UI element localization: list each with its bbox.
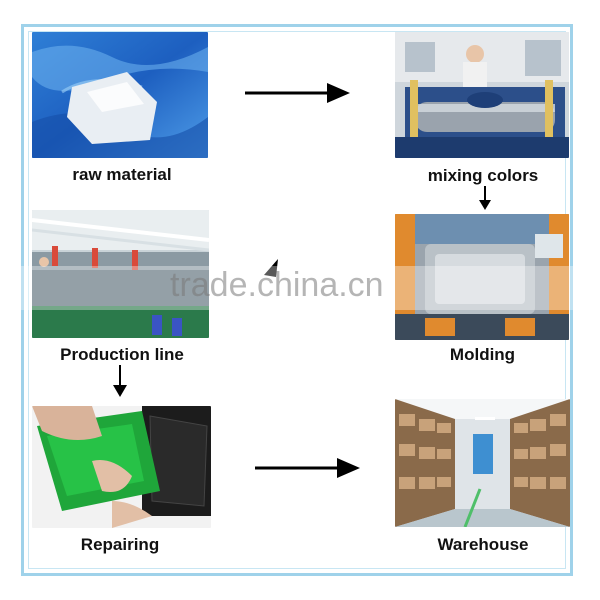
repairing-photo bbox=[32, 406, 211, 528]
watermark-text: trade.china.cn bbox=[170, 266, 384, 304]
raw-material-caption: raw material bbox=[72, 165, 172, 184]
warehouse-photo bbox=[395, 399, 570, 527]
raw-material-photo bbox=[32, 32, 208, 158]
watermark-band bbox=[0, 266, 600, 310]
mixing-colors-caption: mixing colors bbox=[427, 166, 539, 185]
production-line-photo bbox=[32, 210, 209, 338]
arrow-down-production bbox=[113, 365, 127, 397]
molding-photo bbox=[395, 214, 569, 340]
production-line-caption: Production line bbox=[60, 345, 184, 364]
repairing-caption: Repairing bbox=[80, 535, 160, 554]
arrow-down-mixing bbox=[479, 186, 491, 210]
arrow-left-middle bbox=[264, 259, 278, 277]
arrow-right-bottom bbox=[255, 458, 360, 478]
warehouse-caption: Warehouse bbox=[437, 535, 529, 554]
molding-caption: Molding bbox=[449, 345, 516, 364]
arrow-right-top bbox=[245, 83, 350, 103]
mixing-colors-photo bbox=[395, 32, 569, 158]
